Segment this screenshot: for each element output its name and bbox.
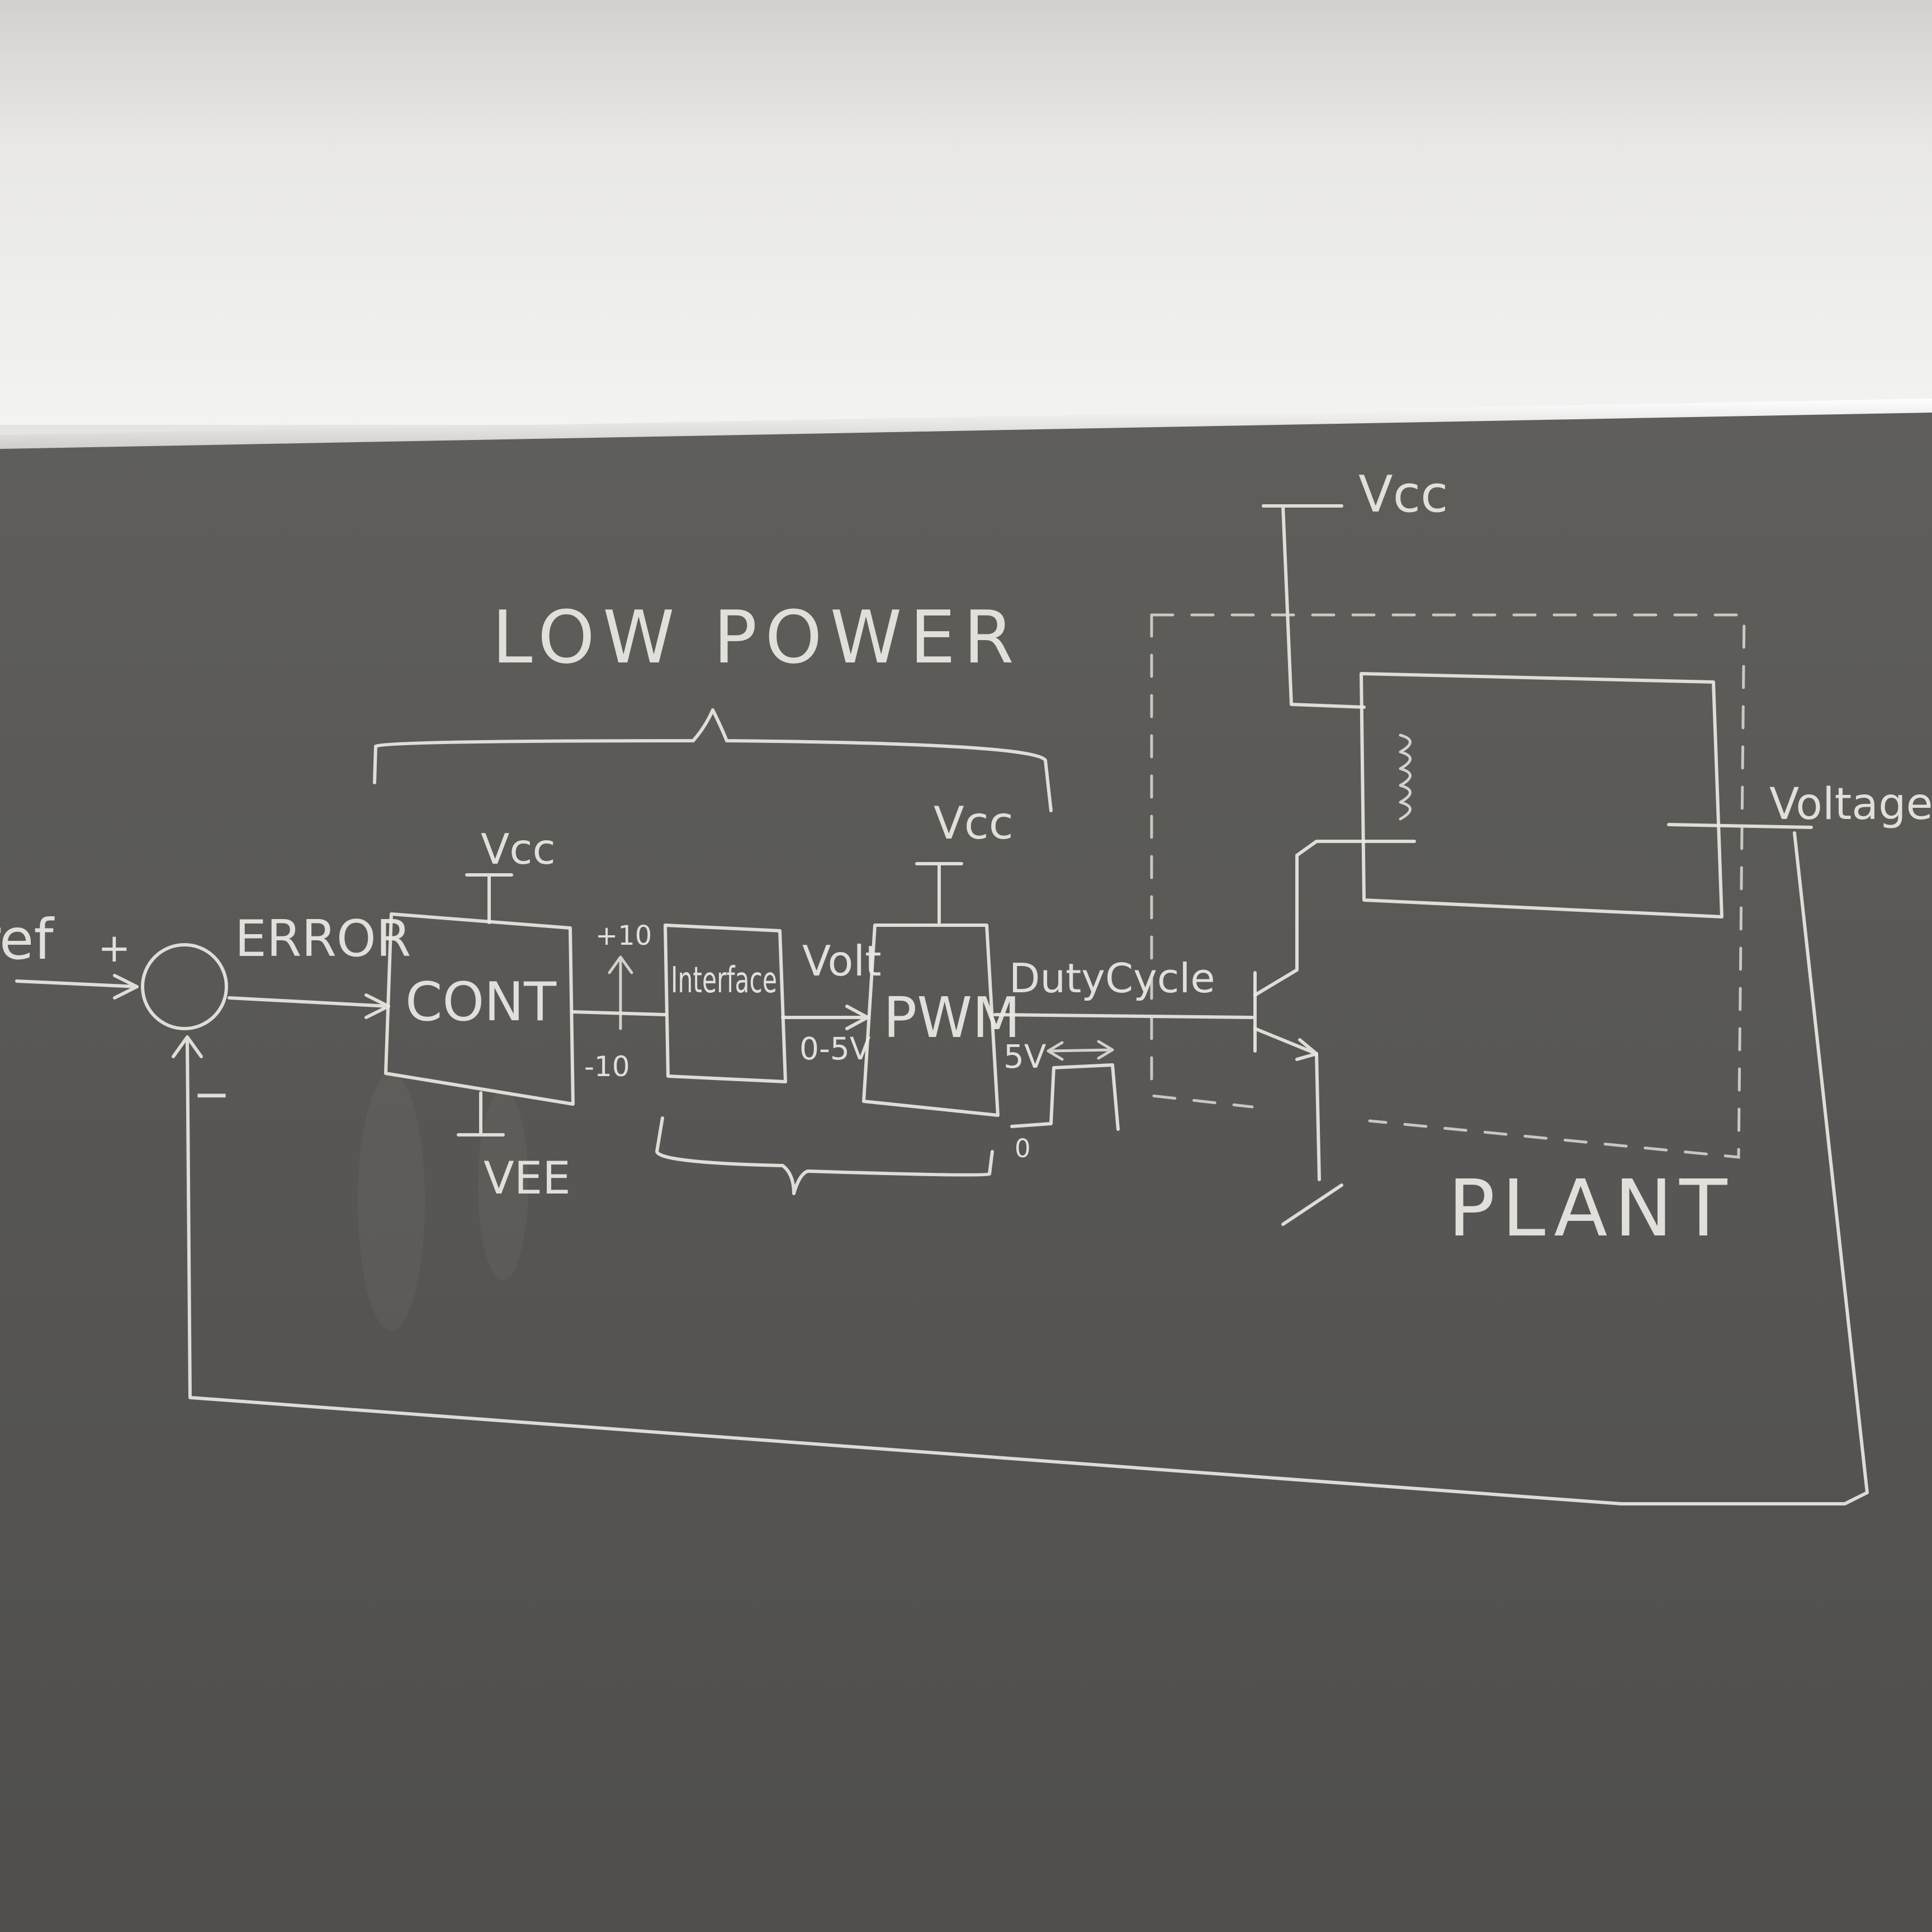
range-arrow-up: [608, 955, 633, 1030]
plant-boundary: [1150, 613, 1746, 1159]
interface-label: Interface: [671, 960, 777, 1001]
pwm-block: [862, 924, 1000, 1117]
voltage-label: Voltage: [1769, 779, 1932, 830]
pwm-interface-brace: [655, 1116, 994, 1195]
cont-vee-rail: [457, 1091, 505, 1137]
five-v-label: 5V: [1003, 1038, 1046, 1076]
low-power-label: LOW POWER: [492, 595, 1022, 680]
board-top-edge: [0, 399, 1932, 449]
pwm-vcc-label: Vcc: [934, 797, 1014, 849]
vcc-top-rail: [1262, 504, 1366, 709]
cont-block: [384, 912, 575, 1106]
ground-line: [1281, 1052, 1343, 1226]
zero-label: 0: [1015, 1134, 1031, 1163]
voltage-output-line: [1667, 823, 1813, 829]
vcc-top-label: Vcc: [1358, 465, 1448, 524]
pwm-waveform: [1010, 1063, 1120, 1131]
duty-cycle-label: DutyCycle: [1009, 955, 1215, 1002]
range-0-5-label: 0-5V: [799, 1031, 871, 1067]
error-label: ERROR: [235, 910, 411, 968]
transistor-collector: [1253, 840, 1416, 997]
plus10-label: +10: [595, 920, 652, 951]
pwm-vcc-rail: [915, 862, 963, 924]
pwm-label: PWM: [883, 985, 1020, 1050]
low-power-brace: [373, 708, 1053, 812]
chalk-smudge: [358, 1073, 425, 1330]
cont-vcc-label: Vcc: [481, 825, 556, 874]
cont-vee-label: VEE: [484, 1152, 571, 1204]
summing-junction: [141, 943, 228, 1030]
ref-label: ref: [0, 907, 55, 972]
ref-arrow: [15, 974, 139, 1000]
feedback-loop: [172, 831, 1869, 1505]
interface-block: [664, 924, 787, 1083]
chalk-smudge: [478, 1090, 528, 1280]
wall: [0, 0, 1932, 425]
inductor-coil: [1399, 733, 1412, 821]
board-surface: [0, 411, 1932, 1932]
minus-sign: −: [193, 1068, 230, 1120]
plant-load-box: [1360, 672, 1723, 918]
plus-sign: +: [98, 925, 131, 971]
plant-label: PLANT: [1448, 1163, 1734, 1254]
cont-vcc-rail: [465, 873, 513, 924]
minus10-label: -10: [584, 1050, 630, 1083]
period-arrow: [1046, 1040, 1114, 1061]
cont-label: CONT: [405, 972, 557, 1033]
volt-label: Volt: [802, 936, 882, 986]
pwm-to-transistor-line: [993, 1013, 1254, 1019]
